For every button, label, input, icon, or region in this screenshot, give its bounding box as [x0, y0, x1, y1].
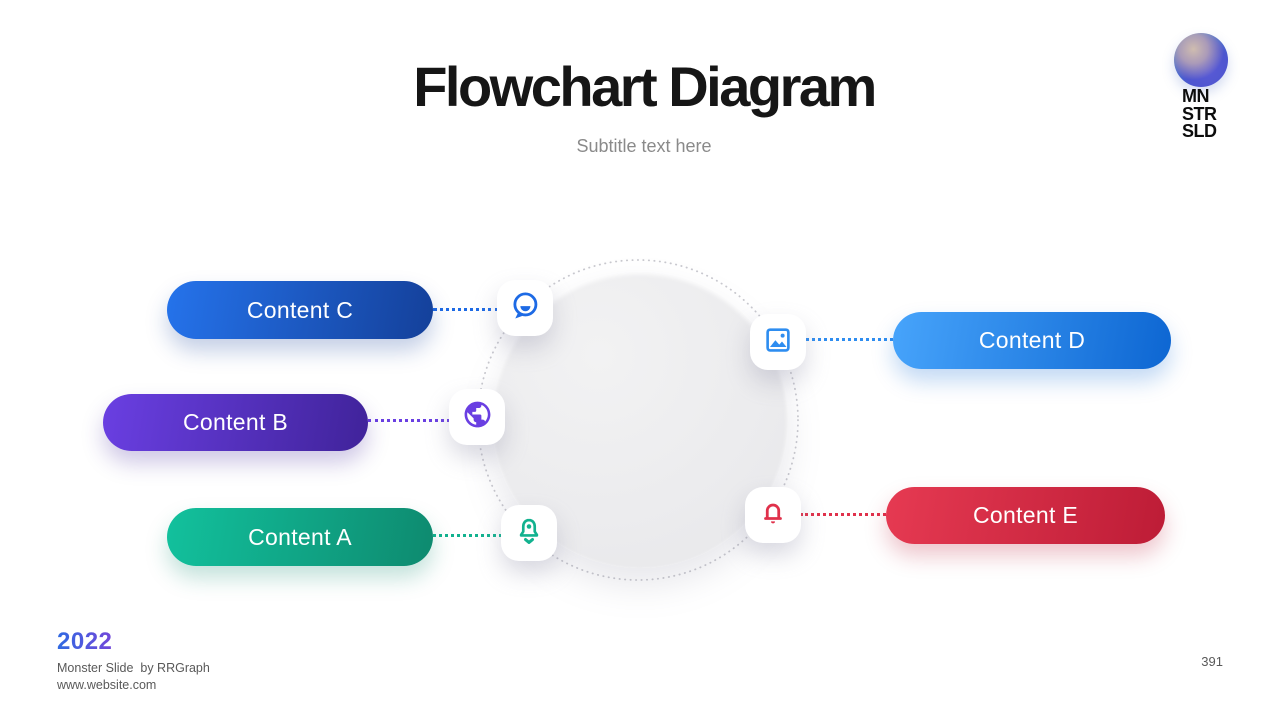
badge-content-d: [750, 314, 806, 370]
connector-content-a: [433, 534, 502, 537]
footer-website: www.website.com: [57, 678, 157, 692]
pill-content-e: Content E: [886, 487, 1165, 544]
badge-content-c: [497, 280, 553, 336]
badge-content-a: [501, 505, 557, 561]
pill-content-b: Content B: [103, 394, 368, 451]
bell-icon: [757, 497, 789, 534]
pill-content-c-label: Content C: [246, 296, 354, 323]
pill-content-b-label: Content B: [183, 409, 288, 435]
connector-content-c: [433, 308, 499, 311]
page-subtitle: Subtitle text here: [576, 136, 712, 156]
globe-icon: [462, 399, 493, 435]
pill-content-a-label: Content A: [248, 523, 352, 550]
logo-sphere-icon: [1174, 33, 1228, 87]
logo-line-2: STR: [1182, 103, 1217, 124]
logo-line-1: MN: [1182, 86, 1209, 106]
chat-icon: [509, 290, 541, 327]
connector-content-d: [806, 338, 893, 341]
bell-plus-icon: [513, 515, 545, 552]
logo-line-3: SLD: [1182, 121, 1217, 141]
badge-content-e: [745, 487, 801, 543]
pill-content-d: Content D: [893, 312, 1171, 369]
pill-content-e-label: Content E: [973, 502, 1078, 528]
footer-year: 2022: [57, 628, 113, 655]
connector-content-b: [368, 419, 450, 422]
badge-content-b: [449, 389, 505, 445]
image-icon: [763, 325, 793, 360]
pill-content-a: Content A: [167, 508, 433, 566]
connector-content-e: [800, 513, 886, 516]
page-number: 391: [1201, 654, 1223, 669]
pill-content-c: Content C: [167, 281, 433, 339]
footer-credit: Monster Slide by RRGraph: [57, 661, 210, 675]
pill-content-d-label: Content D: [978, 327, 1086, 353]
page-title: Flowchart Diagram: [413, 55, 877, 118]
dotted-orbit-ring: [477, 259, 799, 581]
logo-wordmark: MN STR SLD: [1182, 86, 1217, 141]
